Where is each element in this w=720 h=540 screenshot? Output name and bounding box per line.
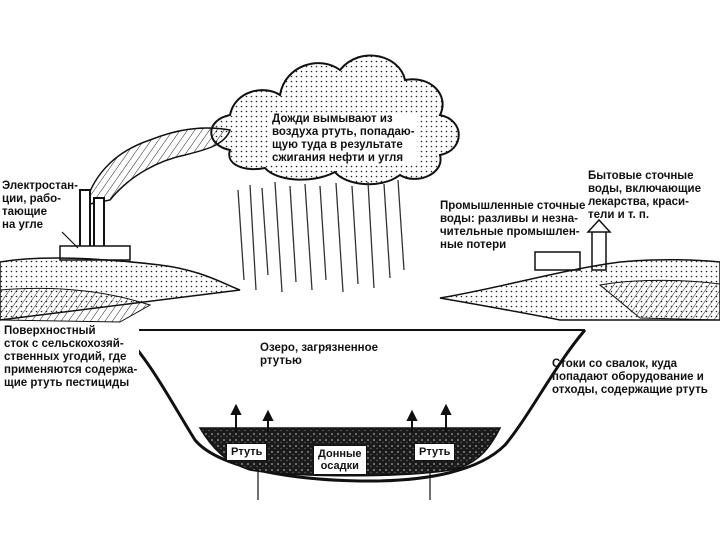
landfill-runoff-label: Стоки со свалок, куда попадают оборудова… bbox=[552, 358, 708, 397]
industrial-wastewater-label: Промышленные сточные воды: разливы и нез… bbox=[440, 200, 585, 252]
household-wastewater-label: Бытовые сточные воды, включающие лекарст… bbox=[588, 170, 701, 222]
mercury-label-right: Ртуть bbox=[414, 443, 455, 461]
agricultural-runoff-label: Поверхностный сток с сельскохозяй- ствен… bbox=[2, 325, 139, 390]
industrial-building bbox=[535, 252, 580, 270]
smoke-plume bbox=[85, 128, 230, 205]
landscape bbox=[0, 258, 720, 322]
rain-streaks bbox=[238, 180, 404, 292]
mercury-label-left: Ртуть bbox=[226, 443, 267, 461]
bottom-sediments-label: Донные осадки bbox=[313, 445, 367, 475]
lake-label: Озеро, загрязненное ртутью bbox=[260, 342, 378, 368]
rain-label: Дожди вымывают из воздуха ртуть, попадаю… bbox=[270, 113, 417, 165]
power-plants-label: Электростан- ции, рабо- тающие на угле bbox=[2, 180, 78, 232]
house-tower bbox=[588, 220, 610, 270]
